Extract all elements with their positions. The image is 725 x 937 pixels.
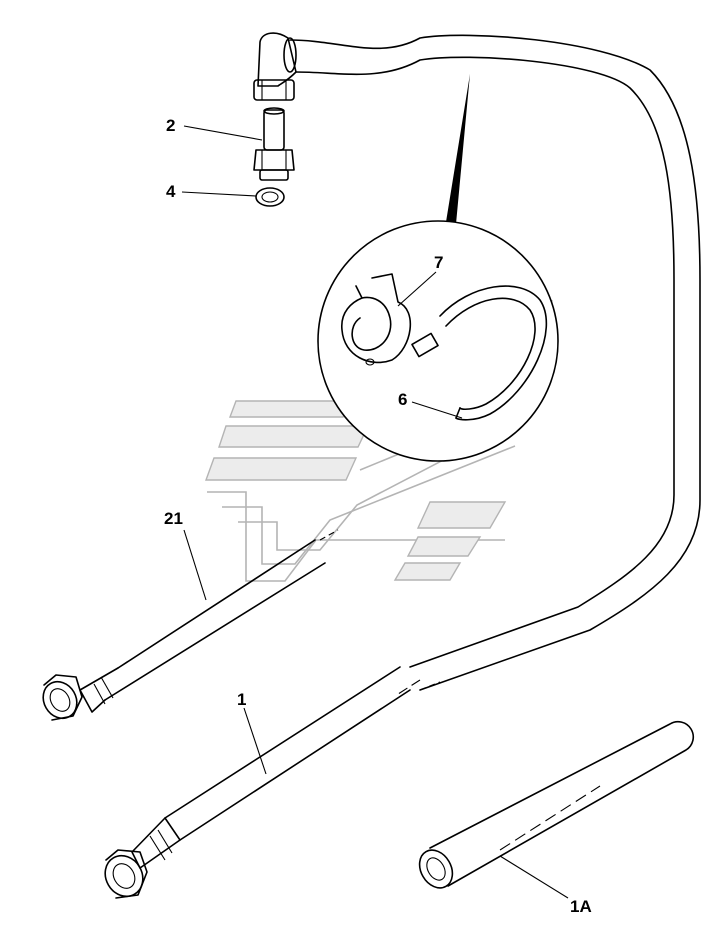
- label-part-4: 4: [166, 182, 176, 201]
- elbow-fitting: [253, 32, 297, 101]
- adapter-part-2: [253, 107, 295, 181]
- tube-part-1a: [418, 720, 695, 889]
- label-part-1: 1: [237, 690, 246, 709]
- label-part-2: 2: [166, 116, 175, 135]
- leader-lines: [181, 125, 569, 899]
- detail-circle: [317, 220, 559, 462]
- label-part-21: 21: [164, 509, 183, 528]
- hose-part-1: [164, 34, 701, 841]
- label-part-6: 6: [398, 390, 407, 409]
- washer-part-4: [255, 187, 285, 207]
- label-part-1a: 1A: [570, 897, 592, 916]
- hose-part-21: [42, 529, 339, 721]
- fitting-part-1: [104, 817, 181, 899]
- label-part-7: 7: [434, 253, 443, 272]
- detail-pointer: [446, 74, 470, 224]
